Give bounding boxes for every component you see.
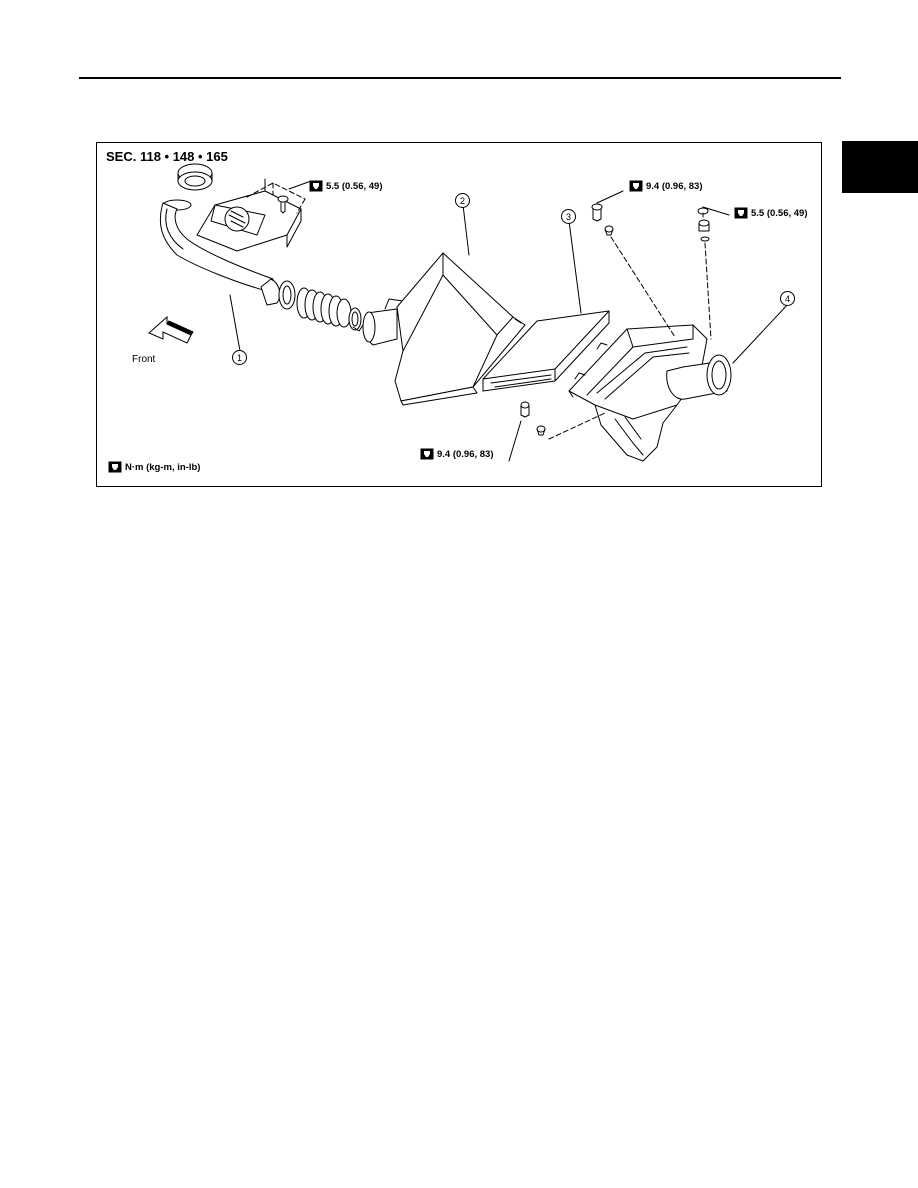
callout-4: 4 [780, 291, 795, 306]
torque-wrench-icon [108, 461, 122, 473]
alignment-lines [246, 182, 712, 440]
air-cleaner-upper-case-part [362, 252, 526, 406]
torque-spec-3: 5.5 (0.56, 49) [734, 207, 808, 219]
torque-wrench-icon [309, 180, 323, 192]
torque-value: 9.4 (0.96, 83) [646, 180, 703, 192]
fasteners [277, 195, 710, 436]
front-direction-arrow-icon [148, 315, 194, 344]
header-rule [79, 77, 841, 79]
torque-unit-legend: N·m (kg-m, in-lb) [108, 461, 200, 473]
torque-value: 5.5 (0.56, 49) [751, 207, 808, 219]
air-duct-part [159, 163, 302, 310]
intake-hose-part [296, 287, 364, 332]
callout-leaders [229, 180, 790, 462]
legend-unit-text: N·m (kg-m, in-lb) [125, 461, 201, 473]
front-label: Front [132, 354, 156, 365]
callout-3: 3 [561, 209, 576, 224]
torque-wrench-icon [629, 180, 643, 192]
callout-1: 1 [232, 350, 247, 365]
torque-value: 9.4 (0.96, 83) [437, 448, 494, 460]
exploded-view-figure: SEC. 118 • 148 • 165 5.5 (0.56, 49) 9.4 … [96, 142, 822, 487]
air-cleaner-lower-case-part [568, 324, 732, 462]
torque-value: 5.5 (0.56, 49) [326, 180, 383, 192]
torque-wrench-icon [734, 207, 748, 219]
air-cleaner-exploded-diagram [148, 163, 790, 462]
air-filter-element-part [482, 310, 610, 392]
section-tab-marker [842, 141, 918, 193]
callout-2: 2 [455, 193, 470, 208]
section-reference: SEC. 118 • 148 • 165 [106, 149, 228, 164]
torque-spec-2: 9.4 (0.96, 83) [629, 180, 703, 192]
torque-wrench-icon [420, 448, 434, 460]
torque-spec-1: 5.5 (0.56, 49) [309, 180, 383, 192]
torque-spec-4: 9.4 (0.96, 83) [420, 448, 494, 460]
